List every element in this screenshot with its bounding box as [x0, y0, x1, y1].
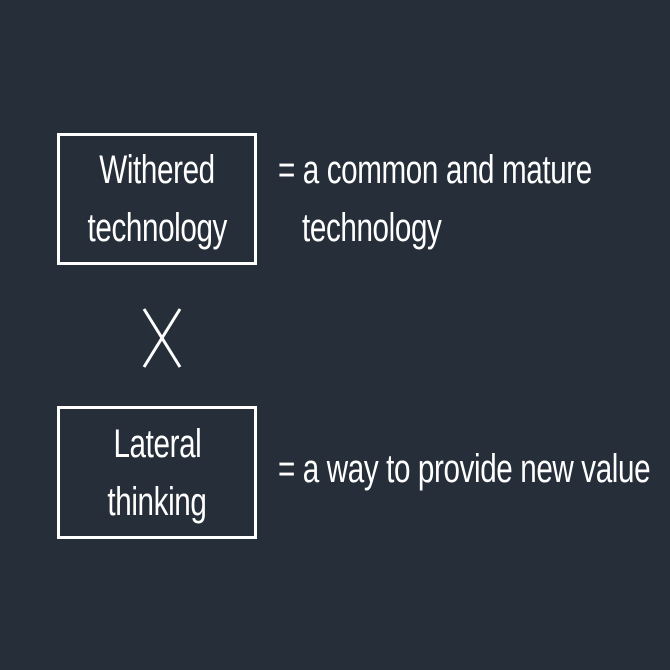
- multiply-icon: [142, 308, 182, 368]
- definition-lateral-thinking: = a way to provide new value: [278, 440, 670, 498]
- definition-line: technology: [302, 206, 442, 250]
- term-label-line: technology: [87, 206, 227, 250]
- definition-withered-technology: = a common and mature technology: [278, 141, 670, 257]
- term-box-withered-technology: Withered technology: [57, 133, 257, 265]
- term-label-line: thinking: [107, 479, 207, 524]
- definition-line: = a common and mature: [278, 148, 592, 192]
- term-box-lateral-thinking: Lateral thinking: [57, 406, 257, 539]
- term-label-line: Lateral: [113, 421, 201, 466]
- term-label-line: Withered: [99, 148, 215, 192]
- definition-line: = a way to provide new value: [278, 447, 651, 491]
